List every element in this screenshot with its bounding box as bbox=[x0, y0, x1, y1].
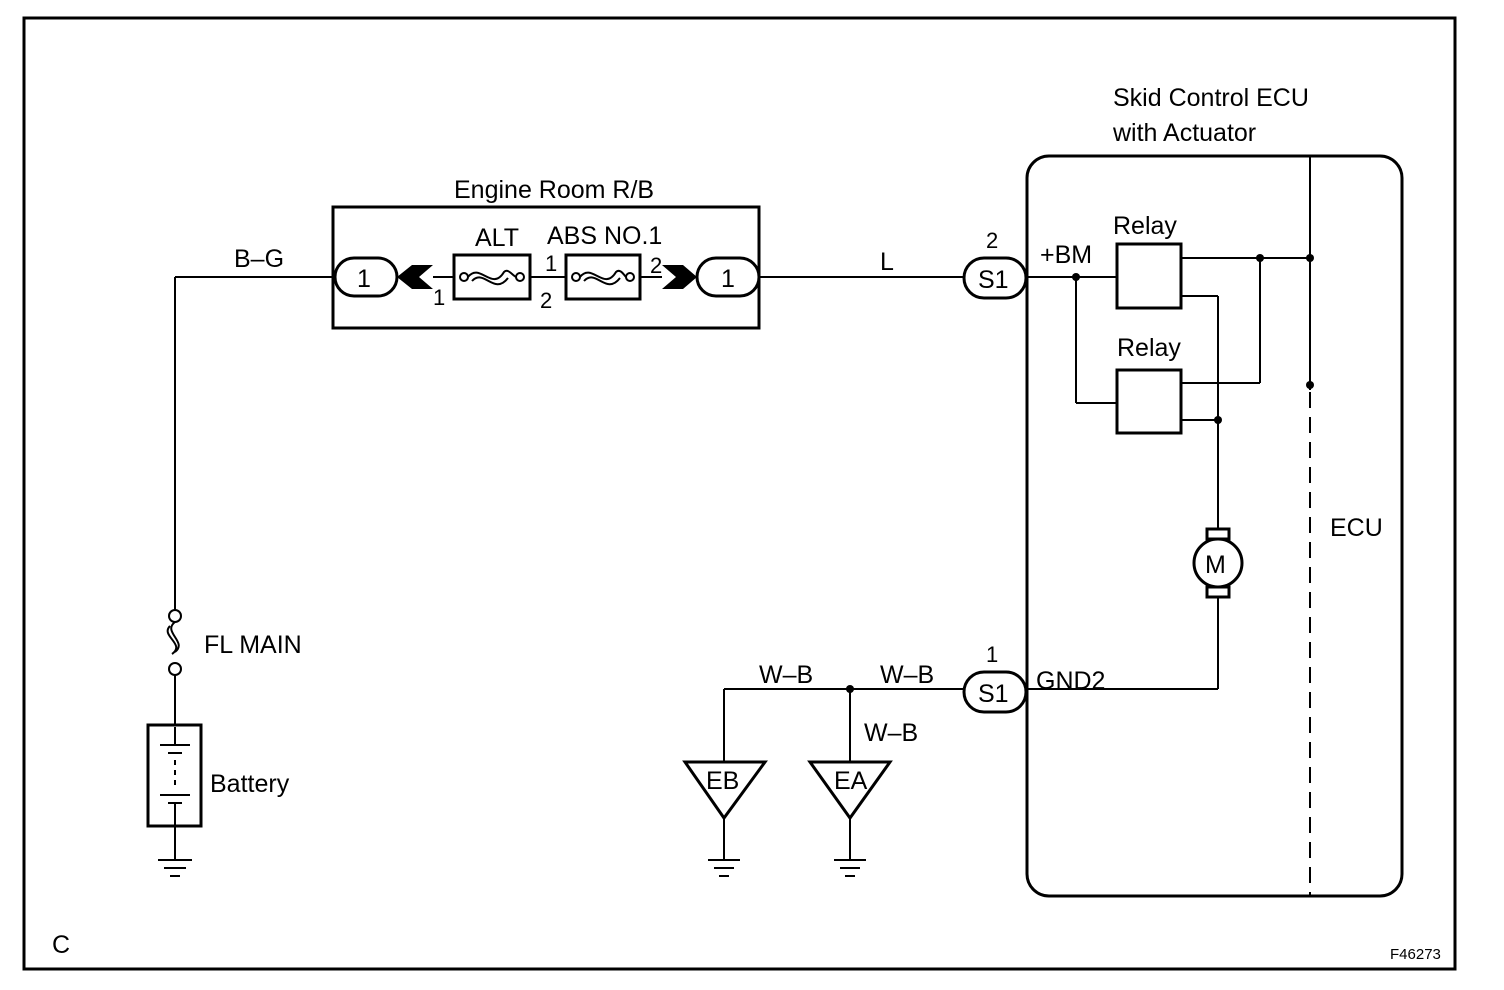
battery-label: Battery bbox=[210, 770, 290, 798]
engine-room-relay-block bbox=[331, 205, 761, 330]
relay-2-icon bbox=[1115, 368, 1183, 435]
ground-eb-icon bbox=[682, 760, 768, 877]
ecu-connector-s1-top bbox=[962, 256, 1028, 300]
right-connector-pin: 1 bbox=[721, 265, 735, 293]
ground-ea-label: EA bbox=[834, 767, 868, 795]
wire-color-w-b-2: W–B bbox=[880, 661, 934, 689]
ecu-connector-s1-bottom bbox=[962, 670, 1028, 714]
wire-color-w-b-1: W–B bbox=[759, 661, 813, 689]
corner-label: C bbox=[52, 931, 70, 959]
ecu-title-line2: with Actuator bbox=[1112, 119, 1256, 147]
relay-1-label: Relay bbox=[1113, 212, 1177, 240]
ground-wiring bbox=[723, 685, 964, 762]
diagram-frame bbox=[22, 16, 1457, 971]
skid-control-ecu-box bbox=[1025, 154, 1404, 898]
battery-circuit bbox=[146, 276, 335, 877]
relay-2-label: Relay bbox=[1117, 334, 1181, 362]
left-connector-pin: 1 bbox=[357, 265, 371, 293]
terminal-plus-bm: +BM bbox=[1040, 241, 1092, 269]
left-terminal-icon bbox=[397, 265, 433, 289]
motor-icon bbox=[1192, 527, 1244, 599]
alt-pin-left: 1 bbox=[433, 285, 445, 310]
ground-ea-icon bbox=[807, 760, 893, 877]
ground-eb-label: EB bbox=[706, 767, 739, 795]
motor-label: M bbox=[1205, 551, 1226, 579]
ecu-connector-top-pin: 2 bbox=[986, 228, 998, 253]
wire-color-l: L bbox=[880, 248, 894, 276]
alt-pin-out: 2 bbox=[540, 288, 552, 313]
ecu-title-line1: Skid Control ECU bbox=[1113, 84, 1309, 112]
chassis-ground-icon bbox=[158, 859, 192, 877]
relay-block-title: Engine Room R/B bbox=[454, 176, 654, 204]
relay-1-icon bbox=[1115, 242, 1183, 310]
figure-id: F46273 bbox=[1390, 946, 1441, 963]
wire-color-b-g: B–G bbox=[234, 245, 284, 273]
alt-fuse-label: ALT bbox=[475, 224, 519, 252]
abs-pin-in: 1 bbox=[545, 251, 557, 276]
ecu-section-label: ECU bbox=[1330, 514, 1383, 542]
right-terminal-icon bbox=[662, 265, 697, 289]
abs-fuse-label: ABS NO.1 bbox=[547, 222, 662, 250]
ecu-connector-bottom-label: S1 bbox=[978, 680, 1009, 708]
abs-pin-out: 2 bbox=[650, 253, 662, 278]
wire-color-w-b-3: W–B bbox=[864, 719, 918, 747]
ecu-connector-bottom-pin: 1 bbox=[986, 642, 998, 667]
fl-main-fuse-label: FL MAIN bbox=[204, 631, 302, 659]
terminal-gnd2: GND2 bbox=[1036, 667, 1105, 695]
ecu-internal-wiring bbox=[1027, 156, 1314, 896]
ecu-connector-top-label: S1 bbox=[978, 266, 1009, 294]
